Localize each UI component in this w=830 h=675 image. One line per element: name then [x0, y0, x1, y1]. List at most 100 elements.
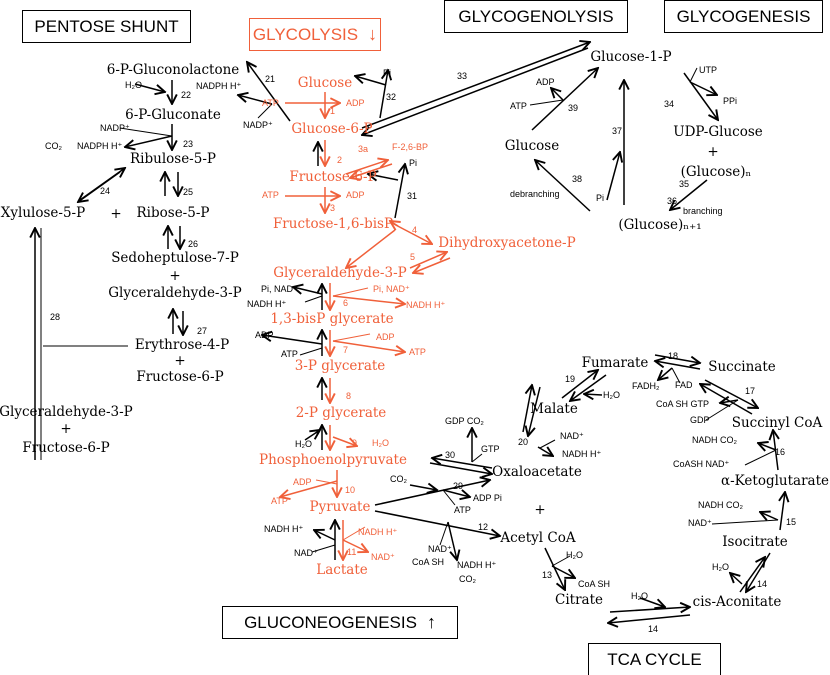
- reaction-arrow: [362, 47, 589, 135]
- cofactor-label: ADP Pi: [473, 493, 502, 503]
- reaction-arrow: [711, 519, 779, 525]
- cofactor-label: 26: [188, 239, 198, 249]
- cofactor-label: 37: [612, 126, 622, 136]
- reaction-arrow: [531, 68, 598, 131]
- cofactor-label: ATP: [262, 190, 279, 200]
- reaction-arrow: [758, 443, 777, 450]
- reaction-arrow: [658, 367, 673, 380]
- reaction-arrow: [332, 340, 405, 352]
- cofactor-label: branching: [683, 206, 723, 216]
- reaction-arrow: [720, 400, 739, 403]
- metabolite-label: (Glucose)ₙ: [681, 164, 752, 180]
- metabolite-label: Malate: [530, 401, 578, 417]
- metabolite-label: Xylulose-5-P: [1, 205, 85, 221]
- cofactor-label: ATP: [409, 347, 426, 357]
- reaction-arrow: [539, 439, 556, 449]
- metabolite-label: 6-P-Gluconolactone: [107, 62, 240, 78]
- cofactor-label: CO₂: [390, 474, 408, 484]
- reaction-arrow: [654, 354, 700, 363]
- cofactor-label: 16: [775, 447, 785, 457]
- reaction-arrow: [551, 555, 571, 567]
- reaction-arrow: [332, 436, 357, 446]
- metabolite-label: +: [169, 268, 180, 284]
- metabolite-label: Succinyl CoA: [732, 415, 823, 431]
- metabolite-label: +: [174, 353, 185, 369]
- cofactor-label: NADH H⁺: [264, 524, 304, 534]
- reaction-arrow: [350, 163, 393, 178]
- reaction-arrow: [262, 335, 323, 345]
- metabolite-label: Ribose-5-P: [137, 205, 210, 221]
- metabolite-label: Oxaloacetate: [492, 464, 582, 480]
- cofactor-label: NAD⁺: [688, 518, 712, 528]
- metabolite-label: +: [110, 206, 121, 222]
- down-arrow-icon: ↓: [368, 24, 378, 44]
- reaction-arrow: [311, 544, 336, 553]
- metabolite-label: Fructose-6-P: [136, 369, 223, 385]
- metabolite-label: UDP-Glucose: [673, 124, 763, 140]
- cofactor-label: GDP: [690, 415, 710, 425]
- reaction-arrow: [689, 81, 717, 95]
- cofactor-label: NADH CO₂: [698, 500, 744, 510]
- metabolite-label: Pyruvate: [310, 499, 371, 515]
- cofactor-label: 32: [386, 92, 396, 102]
- gluconeogenesis-label: GLUCONEOGENESIS↑: [222, 606, 458, 639]
- cofactor-label: 30: [445, 450, 455, 460]
- cofactor-label: Pi, NAD⁺: [373, 284, 410, 294]
- reaction-arrow: [409, 485, 437, 490]
- reaction-arrow: [670, 179, 708, 210]
- cofactor-label: 31: [407, 191, 417, 201]
- cofactor-label: H₂O: [631, 591, 648, 601]
- reaction-arrow: [522, 385, 532, 433]
- reaction-arrow: [280, 480, 338, 497]
- metabolite-label: Glucose-1-P: [590, 49, 671, 65]
- reaction-arrow: [744, 449, 777, 466]
- cofactor-label: 21: [265, 74, 275, 84]
- cofactor-label: CoA SH GTP: [656, 399, 709, 409]
- reaction-arrow: [535, 160, 591, 212]
- reaction-arrow: [528, 386, 541, 436]
- metabolite-label: (Glucose)ₙ₊₁: [618, 217, 701, 233]
- cofactor-label: UTP: [699, 65, 717, 75]
- reaction-arrow: [471, 453, 483, 463]
- reaction-arrow: [119, 127, 173, 137]
- reaction-arrow: [529, 99, 564, 106]
- cofactor-label: 4: [412, 225, 417, 235]
- glycolysis-label: GLYCOLYSIS ↓: [249, 18, 381, 51]
- metabolite-label: Erythrose-4-P: [135, 337, 229, 353]
- cofactor-label: 9: [352, 438, 357, 448]
- metabolite-label: Fructose-6-P: [22, 440, 109, 456]
- cofactor-label: 7: [343, 345, 348, 355]
- reaction-arrow: [689, 67, 698, 83]
- cofactor-label: ATP: [454, 505, 471, 515]
- cofactor-label: 22: [181, 90, 191, 100]
- reaction-arrow: [704, 379, 758, 408]
- reaction-arrow: [639, 597, 665, 607]
- metabolite-label: Ribulose-5-P: [130, 151, 216, 167]
- cofactor-label: Pi: [383, 68, 391, 78]
- cofactor-label: NADPH H⁺: [77, 141, 123, 151]
- reaction-arrow: [705, 399, 739, 421]
- metabolite-label: Fumarate: [582, 355, 649, 371]
- cofactor-label: H₂O: [295, 439, 312, 449]
- reaction-arrow: [606, 152, 620, 201]
- pentose-shunt-text: PENTOSE SHUNT: [34, 16, 179, 36]
- cofactor-label: ADP: [293, 477, 312, 487]
- reaction-arrow: [551, 565, 575, 578]
- reaction-arrow: [773, 430, 778, 471]
- reaction-arrow: [700, 384, 753, 415]
- reaction-arrow: [345, 160, 388, 175]
- cofactor-label: 33: [457, 71, 467, 81]
- cofactor-label: PPi: [723, 96, 737, 106]
- cofactor-label: 19: [565, 374, 575, 384]
- cofactor-label: ADP: [255, 330, 274, 340]
- metabolite-label: Fructose-6-P: [289, 169, 376, 185]
- cofactor-label: 15: [786, 517, 796, 527]
- metabolite-label: Dihydroxyacetone-P: [438, 235, 575, 251]
- glycolysis-text: GLYCOLYSIS: [252, 24, 359, 44]
- cofactor-label: ADP: [536, 77, 555, 87]
- reaction-arrow: [134, 83, 165, 92]
- metabolite-label: Glyceraldehyde-3-P: [108, 285, 241, 301]
- pentose-shunt-label: PENTOSE SHUNT: [22, 10, 191, 43]
- reaction-arrow: [304, 295, 323, 303]
- reaction-arrow: [551, 88, 564, 101]
